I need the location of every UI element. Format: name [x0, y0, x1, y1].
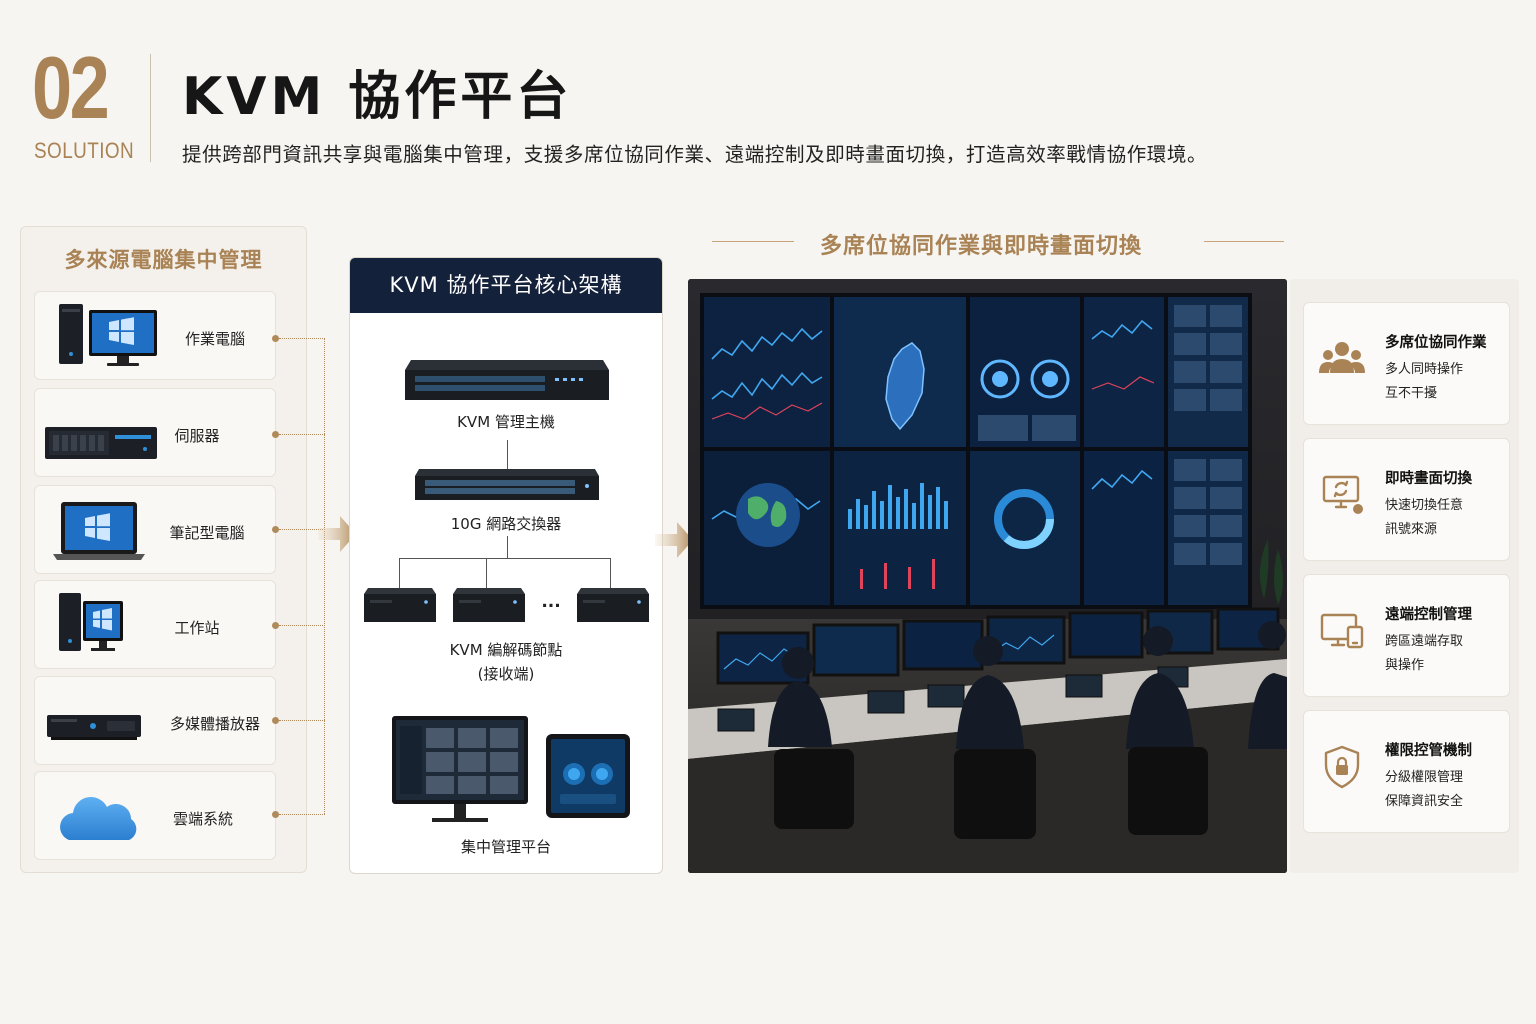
- management-monitor-icon: [392, 716, 528, 822]
- heading-rule-left: [712, 241, 794, 242]
- kvm-node-icon: [577, 588, 649, 622]
- link-line: [399, 558, 610, 559]
- core-title: KVM 協作平台核心架構: [350, 258, 662, 313]
- kvm-node-icon: [453, 588, 525, 622]
- source-label: 伺服器: [174, 427, 220, 445]
- feature-desc: 訊號來源: [1385, 522, 1438, 537]
- core-architecture-panel: KVM 協作平台核心架構 KVM 管理主機 10G 網路交換器: [349, 257, 663, 874]
- feature-desc: 分級權限管理: [1385, 770, 1464, 785]
- connector-line: [279, 814, 325, 815]
- source-card-desktop: 作業電腦: [34, 291, 276, 380]
- feature-desc: 多人同時操作: [1385, 362, 1464, 377]
- nodes-ellipsis: ...: [541, 592, 561, 612]
- workstation-icon: [59, 593, 123, 651]
- kvm-host-icon: [405, 360, 609, 400]
- connector-line: [279, 625, 325, 626]
- network-switch-icon: [415, 469, 599, 500]
- remote-control-icon: [1320, 613, 1364, 649]
- source-card-server: 伺服器: [34, 388, 276, 477]
- link-line: [486, 558, 487, 590]
- feature-desc: 與操作: [1385, 658, 1425, 673]
- desktop-pc-icon: [59, 304, 157, 366]
- connector-dot: [272, 431, 279, 438]
- screen-switch-icon: [1322, 475, 1363, 514]
- sources-title: 多來源電腦集中管理: [64, 248, 263, 272]
- connector-line: [279, 338, 325, 339]
- source-card-workstation: 工作站: [34, 580, 276, 669]
- source-label: 工作站: [174, 619, 220, 637]
- laptop-icon: [53, 502, 145, 560]
- control-room-image: [688, 279, 1287, 873]
- link-line: [507, 536, 508, 558]
- feature-title: 多席位協同作業: [1385, 335, 1487, 351]
- page-subtitle: 提供跨部門資訊共享與電腦集中管理，支援多席位協同作業、遠端控制及即時畫面切換，打…: [182, 143, 1208, 166]
- connector-line: [279, 720, 325, 721]
- connector-line: [279, 434, 325, 435]
- source-card-laptop: 筆記型電腦: [34, 485, 276, 574]
- control-room-illustration: [688, 279, 1287, 873]
- source-label: 多媒體播放器: [169, 715, 260, 733]
- mgmt-label: 集中管理平台: [460, 838, 551, 856]
- media-player-icon: [47, 715, 141, 740]
- feature-card-remote: 遠端控制管理 跨區遠端存取 與操作: [1303, 574, 1510, 697]
- connector-dot: [272, 717, 279, 724]
- feature-card-switching: 即時畫面切換 快速切換任意 訊號來源: [1303, 438, 1510, 561]
- connector-bus: [324, 338, 325, 814]
- connector-dot: [272, 622, 279, 629]
- kvm-node-icon: [364, 588, 436, 622]
- source-label: 雲端系統: [172, 810, 233, 828]
- kvm-host-label: KVM 管理主機: [457, 413, 555, 431]
- server-icon: [45, 427, 157, 459]
- source-card-media-player: 多媒體播放器: [34, 676, 276, 765]
- link-line: [399, 558, 400, 590]
- heading-rule-right: [1204, 241, 1284, 242]
- users-icon: [1319, 342, 1365, 373]
- connector-dot: [272, 526, 279, 533]
- feature-desc: 跨區遠端存取: [1385, 634, 1464, 649]
- feature-desc: 快速切換任意: [1385, 498, 1464, 513]
- feature-title: 權限控管機制: [1385, 743, 1472, 759]
- link-line: [507, 440, 508, 470]
- feature-title: 遠端控制管理: [1385, 607, 1472, 623]
- shield-lock-icon: [1324, 745, 1360, 789]
- header-divider: [150, 54, 151, 162]
- connector-dot: [272, 335, 279, 342]
- nodes-sublabel: (接收端): [477, 665, 535, 683]
- page-title: KVM 協作平台: [182, 67, 573, 127]
- feature-desc: 互不干擾: [1385, 386, 1438, 401]
- source-card-cloud: 雲端系統: [34, 771, 276, 860]
- source-label: 筆記型電腦: [169, 524, 245, 542]
- nodes-label: KVM 編解碼節點: [449, 641, 563, 659]
- connector-line: [279, 529, 325, 530]
- feature-desc: 保障資訊安全: [1385, 794, 1464, 809]
- feature-card-multiseat: 多席位協同作業 多人同時操作 互不干擾: [1303, 302, 1510, 425]
- feature-card-permission: 權限控管機制 分級權限管理 保障資訊安全: [1303, 710, 1510, 833]
- collab-title: 多席位協同作業與即時畫面切換: [820, 234, 1143, 259]
- section-label: SOLUTION: [34, 138, 135, 163]
- link-line: [610, 558, 611, 590]
- section-number: 02: [32, 38, 110, 137]
- flow-arrow-icon: [655, 522, 693, 558]
- management-tablet-icon: [546, 734, 630, 818]
- cloud-icon: [60, 797, 137, 840]
- feature-title: 即時畫面切換: [1385, 471, 1472, 487]
- connector-dot: [272, 811, 279, 818]
- source-label: 作業電腦: [184, 330, 245, 348]
- switch-label: 10G 網路交換器: [450, 515, 562, 533]
- flow-arrow-icon: [318, 516, 356, 552]
